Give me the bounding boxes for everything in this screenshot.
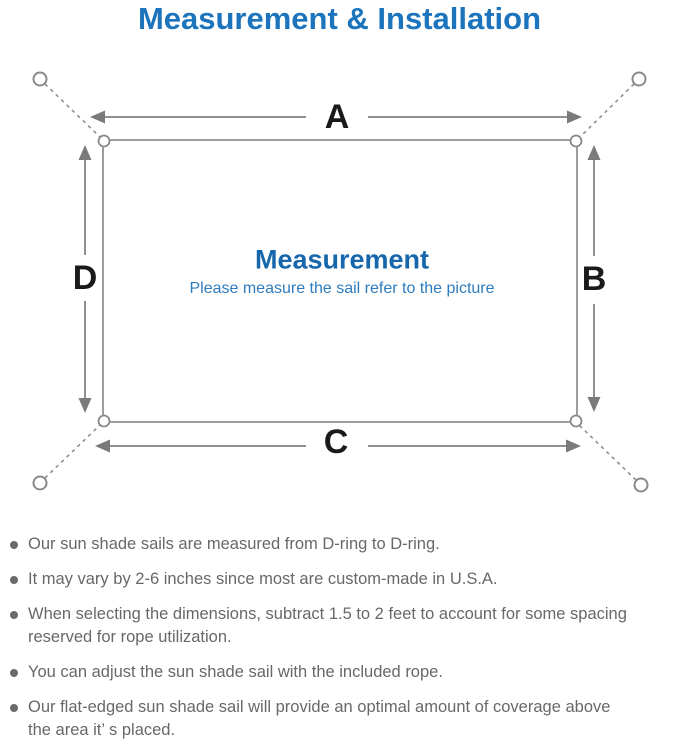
corner-d-rings — [97, 134, 583, 428]
arrow-d-head-bottom — [78, 398, 92, 413]
note-text: It may vary by 2-6 inches since most are… — [28, 570, 498, 588]
anchor-points — [32, 71, 649, 493]
dimension-label-c: C — [323, 423, 349, 461]
measurement-diagram: A B C D Measurement Please measure the s… — [32, 71, 649, 493]
dimension-arrow-b — [587, 145, 601, 412]
anchor-circle-bottom-left — [32, 475, 48, 491]
rope-line-bottom-left — [44, 424, 101, 479]
sail-rectangle — [102, 139, 578, 423]
bullet-icon — [10, 576, 18, 584]
note-item: Our sun shade sails are measured from D-… — [10, 533, 679, 556]
note-text: When selecting the dimensions, subtract … — [28, 605, 627, 646]
rope-line-top-left — [44, 83, 101, 138]
note-item: It may vary by 2-6 inches since most are… — [10, 568, 679, 591]
arrow-c-head-right — [566, 439, 581, 453]
note-text: Our flat-edged sun shade sail will provi… — [28, 698, 611, 739]
arrow-b-head-top — [587, 145, 601, 160]
arrow-a-head-right — [567, 110, 582, 124]
dimension-arrow-c — [95, 439, 581, 453]
arrow-b-head-bottom — [587, 397, 601, 412]
arrow-a-head-left — [90, 110, 105, 124]
arrow-c-head-left — [95, 439, 110, 453]
arrow-d-head-top — [78, 145, 92, 160]
notes-list: Our sun shade sails are measured from D-… — [10, 533, 679, 754]
sail-diagram-canvas — [32, 71, 649, 493]
anchor-circle-top-left — [32, 71, 48, 87]
anchor-circle-bottom-right — [633, 477, 649, 493]
bullet-icon — [10, 669, 18, 677]
d-ring-bottom-right — [569, 414, 583, 428]
page-title: Measurement & Installation — [137, 1, 542, 36]
rope-line-top-right — [579, 83, 635, 138]
d-ring-bottom-left — [97, 414, 111, 428]
dimension-label-a: A — [324, 98, 350, 136]
rope-dashed-lines — [44, 83, 637, 481]
dimension-label-d: D — [72, 259, 98, 297]
note-item: Our flat-edged sun shade sail will provi… — [10, 696, 679, 742]
note-item: When selecting the dimensions, subtract … — [10, 603, 679, 649]
diagram-center-subheading: Please measure the sail refer to the pic… — [189, 280, 495, 297]
dimension-label-b: B — [581, 260, 607, 298]
d-ring-top-left — [97, 134, 111, 148]
d-ring-top-right — [569, 134, 583, 148]
dimension-arrow-d — [78, 145, 92, 413]
note-text: You can adjust the sun shade sail with t… — [28, 663, 443, 681]
dimension-arrow-a — [90, 110, 582, 124]
anchor-circle-top-right — [631, 71, 647, 87]
note-item: You can adjust the sun shade sail with t… — [10, 661, 679, 684]
diagram-center-heading: Measurement — [254, 244, 430, 275]
bullet-icon — [10, 704, 18, 712]
note-text: Our sun shade sails are measured from D-… — [28, 535, 440, 553]
bullet-icon — [10, 541, 18, 549]
rope-line-bottom-right — [579, 425, 637, 481]
bullet-icon — [10, 611, 18, 619]
